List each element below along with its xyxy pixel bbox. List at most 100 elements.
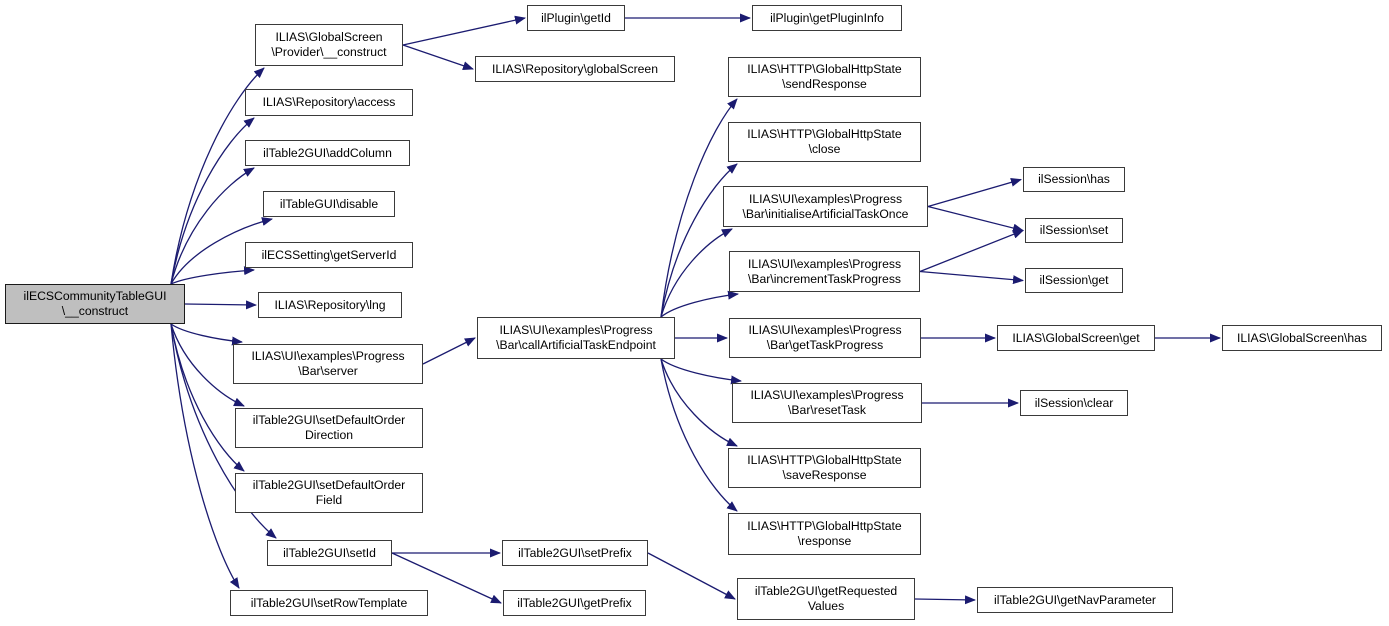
node-label-line: \__construct <box>61 304 129 318</box>
node-label-line: \Bar\initialiseArtificialTaskOnce <box>742 206 909 221</box>
node-label-line: \response <box>797 534 852 548</box>
node-saveresponse[interactable]: ILIAS\HTTP\GlobalHttpState\saveResponse <box>728 448 921 488</box>
node-label-line: \Bar\getTaskProgress <box>766 338 884 352</box>
node-label-line: \Bar\callArtificialTaskEndpoint <box>496 338 656 352</box>
edge-callendpoint-to-initialise <box>660 228 733 318</box>
node-callendpoint[interactable]: ILIAS\UI\examples\Progress\Bar\callArtif… <box>477 317 675 359</box>
node-setid[interactable]: ilTable2GUI\setId <box>267 540 392 566</box>
node-server[interactable]: ILIAS\UI\examples\Progress\Bar\server <box>233 344 423 384</box>
node-label-line: ilTable2GUI\setDefaultOrder <box>252 413 406 427</box>
node-label-line: ilTableGUI\disable <box>279 196 379 211</box>
node-label-line: ilTable2GUI\getPrefix <box>517 595 632 610</box>
node-label-line: ILIAS\Repository\access <box>262 95 396 109</box>
node-label-line: Direction <box>304 428 354 442</box>
node-label-line: ilSession\clear <box>1034 395 1114 410</box>
node-setrowtemplate[interactable]: ilTable2GUI\setRowTemplate <box>230 590 428 616</box>
node-label-line: ILIAS\UI\examples\Progress <box>748 191 903 206</box>
node-label-line: ILIAS\GlobalScreen\get <box>1012 330 1140 345</box>
node-label-line: \close <box>808 142 841 156</box>
node-getnavparameter[interactable]: ilTable2GUI\getNavParameter <box>977 587 1173 613</box>
node-label-line: \Bar\incrementTaskProgress <box>747 271 902 286</box>
edge-callendpoint-to-increment <box>660 290 739 318</box>
node-lng[interactable]: ILIAS\Repository\lng <box>258 292 402 318</box>
node-label-line: ilPlugin\getId <box>541 10 611 25</box>
edge-increment-to-session-get <box>919 270 1024 285</box>
node-label-line: ILIAS\UI\examples\Progress <box>747 256 902 271</box>
edge-setid-to-getprefix <box>391 552 502 604</box>
edge-initialise-to-session-has <box>927 177 1022 208</box>
node-response[interactable]: ILIAS\HTTP\GlobalHttpState\response <box>728 513 921 555</box>
node-disable[interactable]: ilTableGUI\disable <box>263 191 395 217</box>
edge-callendpoint-to-sendresponse <box>660 98 738 318</box>
node-globalscreen-has[interactable]: ILIAS\GlobalScreen\has <box>1222 325 1382 351</box>
node-label-line: ilECSCommunityTableGUI <box>23 289 167 303</box>
node-label-line: ILIAS\HTTP\GlobalHttpState <box>747 127 902 141</box>
node-root: ilECSCommunityTableGUI\__construct <box>5 284 185 324</box>
edge-getrequestedvalues-to-getnavparameter <box>914 595 976 605</box>
edge-callendpoint-to-response <box>660 358 738 512</box>
node-increment[interactable]: ILIAS\UI\examples\Progress\Bar\increment… <box>729 251 920 292</box>
edge-callendpoint-to-resettask <box>660 358 742 385</box>
node-label-line: ilECSSetting\getServerId <box>261 247 397 262</box>
node-initialise[interactable]: ILIAS\UI\examples\Progress\Bar\initialis… <box>723 186 928 227</box>
node-getplugininfo[interactable]: ilPlugin\getPluginInfo <box>752 5 902 31</box>
edge-root-to-server <box>170 323 243 346</box>
edge-server-to-callendpoint <box>422 337 476 365</box>
edge-root-to-lng <box>184 300 257 310</box>
edge-root-to-repository-access <box>170 117 255 285</box>
node-setprefix[interactable]: ilTable2GUI\setPrefix <box>502 540 648 566</box>
node-label-line: ILIAS\UI\examples\Progress <box>251 349 405 363</box>
node-label-line: \Provider\__construct <box>271 45 387 59</box>
node-sendresponse[interactable]: ILIAS\HTTP\GlobalHttpState\sendResponse <box>728 57 921 97</box>
node-label-line: \Bar\server <box>298 364 358 378</box>
node-getprefix[interactable]: ilTable2GUI\getPrefix <box>503 590 646 616</box>
node-label-line: ilTable2GUI\addColumn <box>263 145 392 160</box>
node-label-line: ILIAS\HTTP\GlobalHttpState <box>747 62 902 76</box>
edge-provider-construct-to-plugin-getid <box>402 15 526 46</box>
edge-provider-construct-to-repository-globalscreen <box>402 44 474 71</box>
node-label-line: ILIAS\UI\examples\Progress <box>499 323 653 337</box>
edge-root-to-setdefaultorderdirection <box>170 323 245 407</box>
node-plugin-getid[interactable]: ilPlugin\getId <box>527 5 625 31</box>
edge-initialise-to-session-set <box>927 205 1024 233</box>
node-label-line: ilTable2GUI\setRowTemplate <box>250 595 408 610</box>
node-session-has[interactable]: ilSession\has <box>1023 167 1125 192</box>
node-label-line: ilPlugin\getPluginInfo <box>770 10 884 25</box>
edge-increment-to-session-set <box>919 229 1024 273</box>
node-label-line: \saveResponse <box>782 468 867 482</box>
node-label-line: ILIAS\HTTP\GlobalHttpState <box>747 519 902 533</box>
node-provider-construct[interactable]: ILIAS\GlobalScreen\Provider\__construct <box>255 24 403 66</box>
node-getserverid[interactable]: ilECSSetting\getServerId <box>245 242 413 268</box>
node-label-line: ilTable2GUI\getNavParameter <box>994 592 1156 607</box>
node-label-line: ilTable2GUI\setId <box>283 545 376 560</box>
node-gettaskprogress[interactable]: ILIAS\UI\examples\Progress\Bar\getTaskPr… <box>729 318 921 358</box>
edge-root-to-setrowtemplate <box>170 323 240 589</box>
node-label-line: ilSession\set <box>1039 223 1109 237</box>
node-resettask[interactable]: ILIAS\UI\examples\Progress\Bar\resetTask <box>732 383 922 423</box>
node-label-line: ILIAS\UI\examples\Progress <box>750 388 904 402</box>
node-label-line: ILIAS\GlobalScreen <box>275 30 383 44</box>
node-label-line: ilTable2GUI\getRequested <box>754 584 898 598</box>
node-session-set[interactable]: ilSession\set <box>1025 218 1123 243</box>
node-addcolumn[interactable]: ilTable2GUI\addColumn <box>245 140 410 166</box>
node-label-line: ilSession\has <box>1038 172 1110 186</box>
edge-root-to-getserverid <box>170 266 255 285</box>
node-label-line: \sendResponse <box>782 77 867 91</box>
node-close[interactable]: ILIAS\HTTP\GlobalHttpState\close <box>728 122 921 162</box>
node-session-get[interactable]: ilSession\get <box>1025 268 1123 293</box>
node-repository-access[interactable]: ILIAS\Repository\access <box>245 89 413 116</box>
node-repository-globalscreen[interactable]: ILIAS\Repository\globalScreen <box>475 56 675 82</box>
node-globalscreen-get[interactable]: ILIAS\GlobalScreen\get <box>997 325 1155 351</box>
node-session-clear[interactable]: ilSession\clear <box>1020 390 1128 416</box>
node-label-line: ilSession\get <box>1039 273 1109 287</box>
node-label-line: ILIAS\Repository\lng <box>274 297 386 312</box>
node-label-line: ILIAS\Repository\globalScreen <box>492 61 658 76</box>
edge-callendpoint-to-saveresponse <box>660 358 738 447</box>
node-label-line: Field <box>315 493 343 507</box>
node-label-line: ILIAS\UI\examples\Progress <box>748 323 902 337</box>
